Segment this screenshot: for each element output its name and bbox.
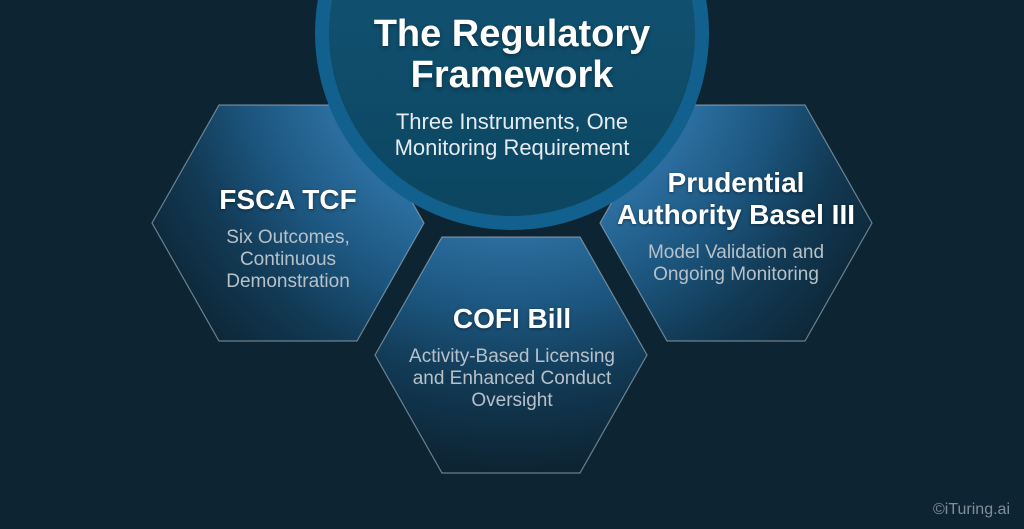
hexagon-fsca-tcf: FSCA TCF Six Outcomes, Continuous Demons… [158,184,418,293]
hexagon-shape-fsca-tcf [151,104,425,342]
hexagon-title: COFI Bill [377,303,647,335]
hexagon-description: Six Outcomes, Continuous Demonstration [158,227,418,293]
watermark: ©iTuring.ai [933,501,1010,518]
hexagon-title: Prudential Authority Basel III [586,167,886,231]
hexagon-description: Model Validation and Ongoing Monitoring [586,242,886,286]
page-title-line: The Regulatory [373,13,651,55]
hexagon-description-line: Six Outcomes, [226,227,350,248]
hexagon-title-line: COFI Bill [452,303,572,334]
hexagon-description-line: Demonstration [226,271,350,292]
hexagon-description-line: Continuous [239,249,337,270]
hexagon-shape-cofi-bill [374,236,648,474]
hexagon-description-line: and Enhanced Conduct [412,368,612,389]
hexagon-title-line: Authority Basel III [616,199,856,230]
hexagon-cofi-bill: COFI Bill Activity-Based Licensing and E… [377,303,647,412]
page-subtitle: Three Instruments, One Monitoring Requir… [262,109,762,161]
hexagon-title: FSCA TCF [158,184,418,216]
page-title-line: Framework [410,54,614,96]
page-subtitle-line: Monitoring Requirement [394,135,630,160]
page-subtitle-line: Three Instruments, One [395,109,629,134]
hexagon-description-line: Ongoing Monitoring [653,264,819,285]
hexagon-description-line: Activity-Based Licensing [409,346,615,367]
central-circle [329,0,695,216]
page-title: The Regulatory Framework [262,14,762,96]
central-title-block: The Regulatory Framework Three Instrumen… [262,14,762,161]
hexagon-description-line: Model Validation and [647,242,825,263]
hexagon-title-line: Prudential [667,167,805,198]
hexagon-description: Activity-Based Licensing and Enhanced Co… [377,346,647,412]
hexagon-description-line: Oversight [471,390,553,411]
hexagon-prudential-authority: Prudential Authority Basel III Model Val… [586,167,886,286]
hexagon-title-line: FSCA TCF [219,184,357,215]
